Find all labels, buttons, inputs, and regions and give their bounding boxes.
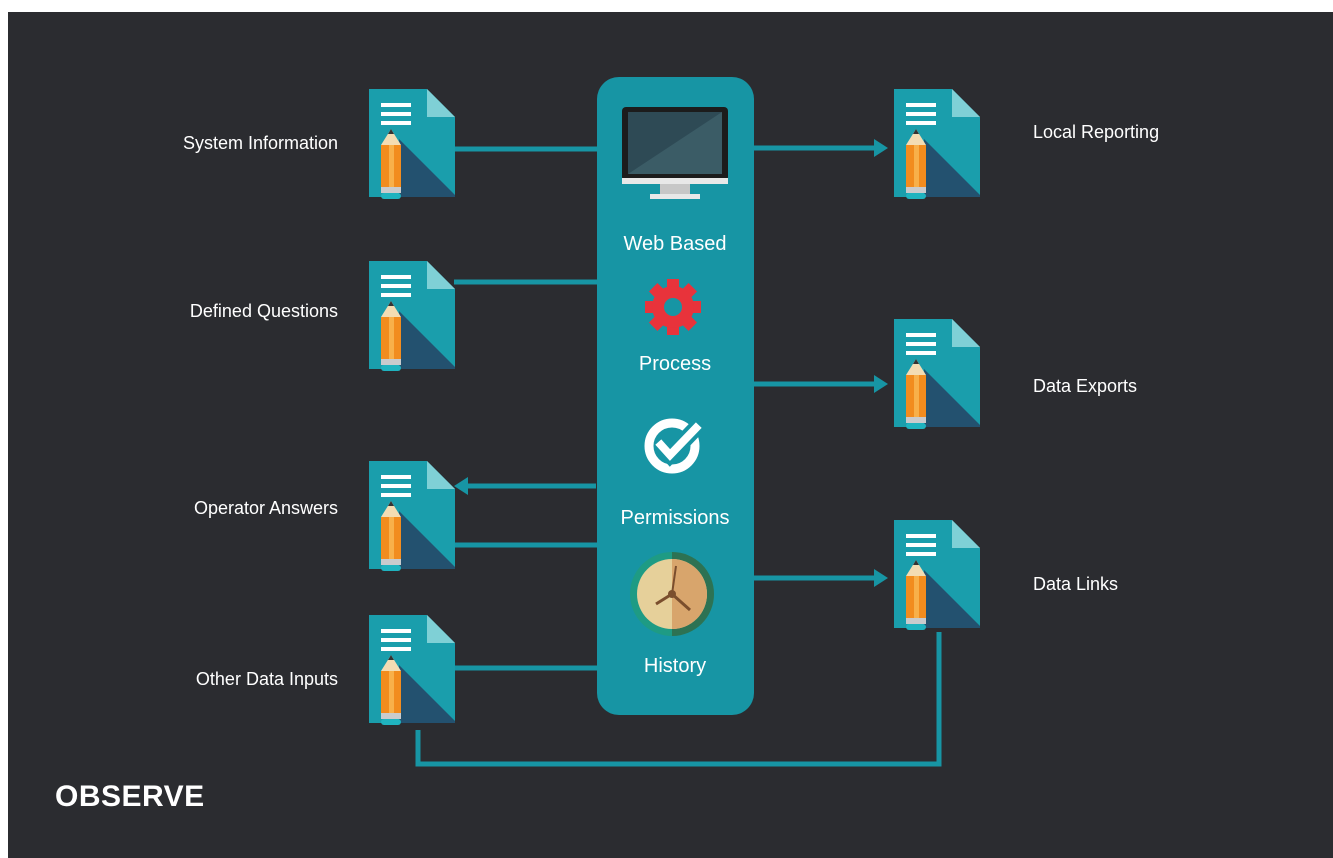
- monitor-icon: [622, 107, 728, 199]
- center-label-history: History: [643, 655, 707, 677]
- diagram-canvas: System Information Defined Questions Ope…: [8, 12, 1333, 858]
- clock-icon: [630, 552, 714, 636]
- center-label-process: Process: [638, 353, 712, 375]
- connector-loop-data-links: [415, 632, 942, 767]
- input-label-defined-questions: Defined Questions: [189, 301, 338, 321]
- document-icon-other-data-inputs: [369, 615, 455, 725]
- output-label-local-reporting: Local Reporting: [1033, 122, 1160, 142]
- center-label-permissions: Permissions: [620, 507, 730, 529]
- document-icon-system-information: [369, 89, 455, 199]
- arrowhead-operator-answers: [454, 477, 468, 495]
- checkmark-icon: [644, 418, 702, 474]
- arrowhead-local-reporting: [874, 139, 888, 157]
- output-label-data-exports: Data Exports: [1033, 376, 1138, 396]
- input-label-system-information: System Information: [182, 133, 338, 153]
- gear-icon: [645, 279, 701, 335]
- center-panel: [597, 77, 754, 715]
- arrowhead-data-exports: [874, 375, 888, 393]
- document-icon-operator-answers: [369, 461, 455, 571]
- output-label-data-links: Data Links: [1033, 574, 1119, 594]
- diagram-graphics: [369, 77, 980, 767]
- document-icon-local-reporting: [894, 89, 980, 199]
- arrowhead-data-links: [874, 569, 888, 587]
- diagram-title: OBSERVE: [55, 780, 205, 813]
- document-icon-defined-questions: [369, 261, 455, 371]
- document-icon-data-links: [894, 520, 980, 630]
- center-label-web-based: Web Based: [623, 233, 727, 255]
- document-icon-data-exports: [894, 319, 980, 429]
- input-label-other-data-inputs: Other Data Inputs: [195, 669, 338, 689]
- input-label-operator-answers: Operator Answers: [193, 498, 338, 518]
